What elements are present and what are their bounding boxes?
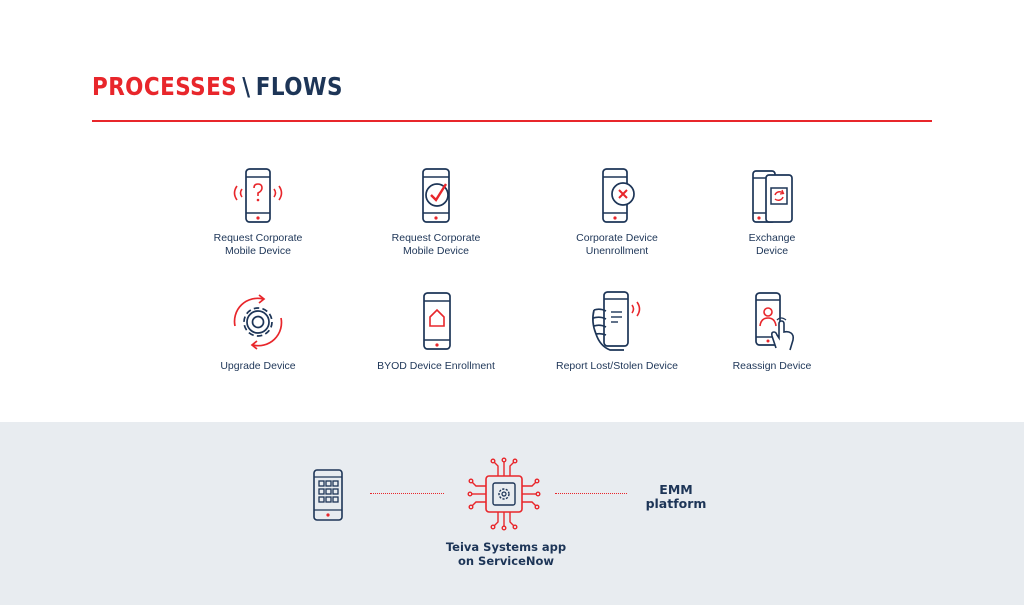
phone-x-icon [602,168,635,223]
chip-gear-icon [467,457,541,531]
process-exchange-device[interactable]: Exchange Device [687,166,857,258]
title-processes: PROCESSES [92,72,238,101]
servicenow-app-label: Teiva Systems app on ServiceNow [445,540,567,568]
process-label: BYOD Device Enrollment [377,360,495,372]
gear-refresh-icon [233,294,283,350]
process-label: Upgrade Device [220,360,296,372]
tablet-apps-icon [313,469,343,521]
page-title: PROCESSES\FLOWS [92,72,343,101]
connector-right [555,493,627,494]
process-label: Report Lost/Stolen Device [556,360,678,372]
process-upgrade-device[interactable]: Upgrade Device [173,290,343,373]
process-label: Request Corporate Mobile Device [391,232,481,257]
hand-phone-signal-icon [592,291,641,351]
process-byod-enrollment[interactable]: BYOD Device Enrollment [351,290,521,373]
process-label: Corporate Device Unenrollment [576,232,658,257]
phone-exchange-icon [752,170,793,223]
process-label: Reassign Device [732,360,812,372]
phone-question-signal-icon [233,168,283,223]
title-divider [92,120,932,122]
emm-platform-label: EMM platform [645,482,707,511]
process-request-corporate-device-1[interactable]: Request Corporate Mobile Device [173,166,343,258]
process-report-lost-stolen[interactable]: Report Lost/Stolen Device [532,290,702,373]
process-reassign-device[interactable]: Reassign Device [687,290,857,373]
process-label: Exchange Device [748,232,796,257]
phone-home-icon [423,292,451,350]
title-flows: FLOWS [255,72,343,101]
process-corporate-device-unenrollment[interactable]: Corporate Device Unenrollment [532,166,702,258]
process-label: Request Corporate Mobile Device [213,232,303,257]
integration-band [0,422,1024,605]
process-request-corporate-device-2[interactable]: Request Corporate Mobile Device [351,166,521,258]
phone-checkmark-icon [422,168,450,223]
title-separator: \ [242,72,251,101]
connector-left [370,493,444,494]
phone-user-touch-icon [755,292,795,351]
